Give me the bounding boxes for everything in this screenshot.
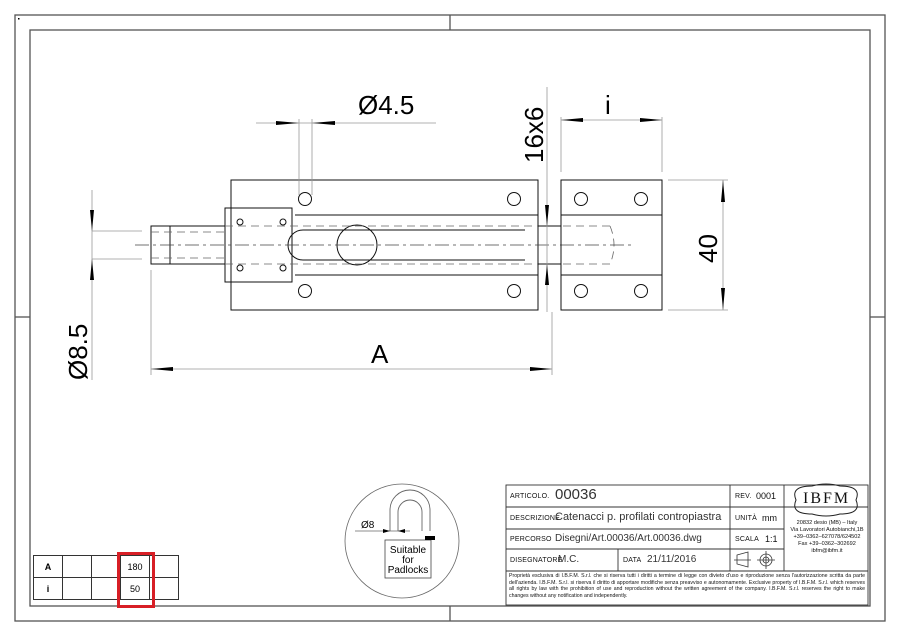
ibfm-logo-frame (794, 483, 858, 517)
padlock-shackle-end (425, 536, 435, 540)
fax: Fax +39–0362–302692 (798, 541, 856, 547)
scala-label: SCALA (735, 536, 759, 543)
row-key: A (33, 555, 63, 578)
company-logo: IBFM (803, 490, 851, 507)
legal-notice: Proprietà esclusiva di I.B.F.M. S.r.l. c… (509, 573, 865, 599)
dim-keeper-width: i (605, 90, 611, 120)
data-value: 21/11/2016 (647, 554, 697, 565)
unita-value: mm (762, 513, 777, 523)
title-block-frame (505, 484, 869, 606)
padlock-line1: Suitable (390, 545, 427, 556)
disegnatore-label: DISEGNATORE (510, 557, 563, 564)
padlock-shackle-diameter: Ø8 (361, 520, 375, 531)
rev-label: REV. (735, 493, 752, 500)
descrizione-label: DESCRIZIONE (510, 515, 561, 522)
email: ibfm@ibfm.it (811, 548, 843, 554)
disegnatore-value: M.C. (558, 554, 580, 565)
dim-overall-length: A (371, 339, 389, 369)
variant-table: A 180 i 50 (33, 555, 179, 600)
dim-keeper-height: 40 (693, 234, 723, 263)
descrizione-value: Catenacci p. profilati contropiastra (555, 511, 722, 523)
padlock-line3: Padlocks (388, 565, 429, 576)
unita-label: UNITÀ (735, 515, 757, 522)
dim-hole-diameter: Ø4.5 (358, 90, 414, 120)
projection-symbol-icon (734, 551, 775, 569)
dimension-arrows (90, 118, 725, 371)
phone: +39–0362–627078/624502 (793, 534, 861, 540)
keeper (560, 179, 663, 311)
company-address: 20832 desio (MB) – Italy Via Lavoratori … (786, 520, 868, 555)
dim-bolt-section: 16x6 (519, 107, 549, 163)
address-line2: Via Lavoratori Autobianchi,1B (790, 527, 864, 533)
row-key: i (33, 577, 63, 600)
data-label: DATA (623, 557, 642, 564)
padlock-line2: for (402, 555, 414, 566)
bolt-plate (150, 179, 539, 311)
dim-pin-diameter: Ø8.5 (63, 324, 93, 380)
cell (149, 577, 179, 600)
sheet-border (14, 14, 886, 622)
scala-value: 1:1 (765, 534, 778, 544)
percorso-label: PERCORSO (510, 536, 552, 543)
cell (62, 555, 92, 578)
table-row: A 180 (33, 555, 179, 578)
dimension-lines (91, 87, 728, 380)
table-row: i 50 (33, 577, 179, 600)
padlock-badge (344, 483, 460, 599)
cell (62, 577, 92, 600)
articolo-label: ARTICOLO. (510, 493, 550, 500)
rev-value: 0001 (756, 491, 777, 501)
address-line1: 20832 desio (MB) – Italy (796, 520, 858, 526)
highlight-box (117, 552, 155, 608)
articolo-value: 00036 (555, 486, 597, 503)
percorso-value: Disegni/Art.00036/Art.00036.dwg (555, 533, 702, 544)
